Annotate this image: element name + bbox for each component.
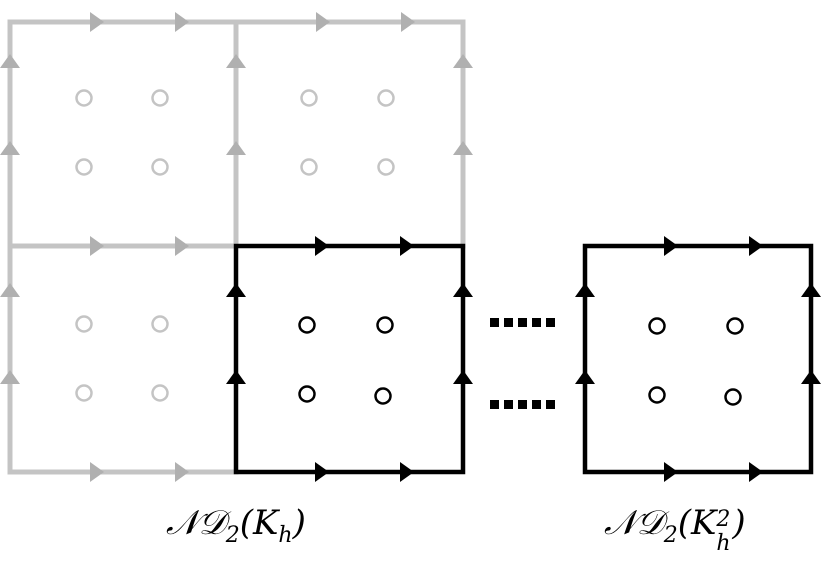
dof-circle (298, 316, 316, 334)
caption-mesh-element: 𝒩𝒟2(Kh) (166, 503, 306, 548)
dof-circle (298, 385, 316, 403)
faded-dof-circle (377, 89, 395, 107)
faded-arrow (175, 462, 189, 482)
faded-arrow (453, 141, 473, 155)
edge-arrow (664, 236, 678, 256)
faded-dof-circle (75, 315, 93, 333)
faded-arrow (401, 12, 415, 32)
faded-dof-circle (377, 158, 395, 176)
caption-k-superscript: 2 (716, 507, 731, 532)
faded-arrows (0, 12, 473, 482)
edge-arrow (453, 283, 473, 297)
edge-arrow (749, 236, 763, 256)
dof-circle (648, 317, 666, 335)
reference-element-border (582, 243, 814, 475)
faded-dof-circle (151, 384, 169, 402)
faded-arrow (0, 141, 20, 155)
caption-k-subscript: h (716, 531, 731, 556)
caption-open: (K (677, 503, 717, 543)
ellipsis-dot (546, 318, 555, 327)
ellipsis-dot (532, 400, 541, 409)
faded-dof-circle (151, 315, 169, 333)
faded-arrow (316, 12, 330, 32)
edge-arrow (453, 370, 473, 384)
faded-dof-circle (75, 89, 93, 107)
edge-arrow (400, 462, 414, 482)
faded-arrow (0, 283, 20, 297)
ellipsis-dot (518, 400, 527, 409)
faded-dof-circle (300, 158, 318, 176)
ellipsis-dot (490, 400, 499, 409)
caption-close: ) (732, 503, 746, 543)
faded-dof-circle (151, 89, 169, 107)
ellipsis-dot (532, 318, 541, 327)
edge-arrow (801, 283, 821, 297)
faded-grid-outline (7, 19, 466, 475)
ellipsis-connector (490, 318, 555, 409)
edge-arrow (315, 236, 329, 256)
faded-arrow (453, 54, 473, 68)
ellipsis-dot (490, 318, 499, 327)
edge-arrow (575, 283, 595, 297)
ellipsis-dot (518, 318, 527, 327)
caption-k-subscript: h (278, 522, 293, 548)
faded-arrow (90, 12, 104, 32)
faded-arrow (90, 462, 104, 482)
dof-circle (724, 388, 742, 406)
active-element (226, 236, 473, 482)
faded-dofs (75, 89, 395, 402)
active-element-border (233, 243, 466, 475)
caption-open: (K (239, 503, 279, 543)
caption-close: ) (292, 503, 306, 543)
faded-dof-circle (151, 158, 169, 176)
faded-arrow (175, 236, 189, 256)
ellipsis-dot (504, 400, 513, 409)
faded-arrow (175, 12, 189, 32)
faded-dof-circle (75, 158, 93, 176)
faded-dof-circle (300, 89, 318, 107)
edge-arrow (801, 370, 821, 384)
ellipsis-dot (546, 400, 555, 409)
faded-arrow (0, 54, 20, 68)
faded-arrow (226, 54, 246, 68)
edge-arrow (400, 236, 414, 256)
edge-arrow (749, 462, 763, 482)
ellipsis-dot (504, 318, 513, 327)
dof-circle (648, 386, 666, 404)
faded-arrow (226, 141, 246, 155)
edge-arrow (226, 370, 246, 384)
faded-arrow (90, 236, 104, 256)
caption-base: 𝒩𝒟 (166, 503, 226, 543)
edge-arrow (664, 462, 678, 482)
caption-base: 𝒩𝒟 (604, 503, 664, 543)
edge-arrow (315, 462, 329, 482)
edge-arrow (575, 370, 595, 384)
dof-circle (376, 316, 394, 334)
dof-circle (374, 387, 392, 405)
faded-arrow (0, 370, 20, 384)
caption-degree: 2 (663, 522, 678, 548)
reference-element (575, 236, 821, 482)
edge-arrow (226, 283, 246, 297)
caption-degree: 2 (225, 522, 240, 548)
dof-circle (726, 317, 744, 335)
faded-dof-circle (75, 384, 93, 402)
